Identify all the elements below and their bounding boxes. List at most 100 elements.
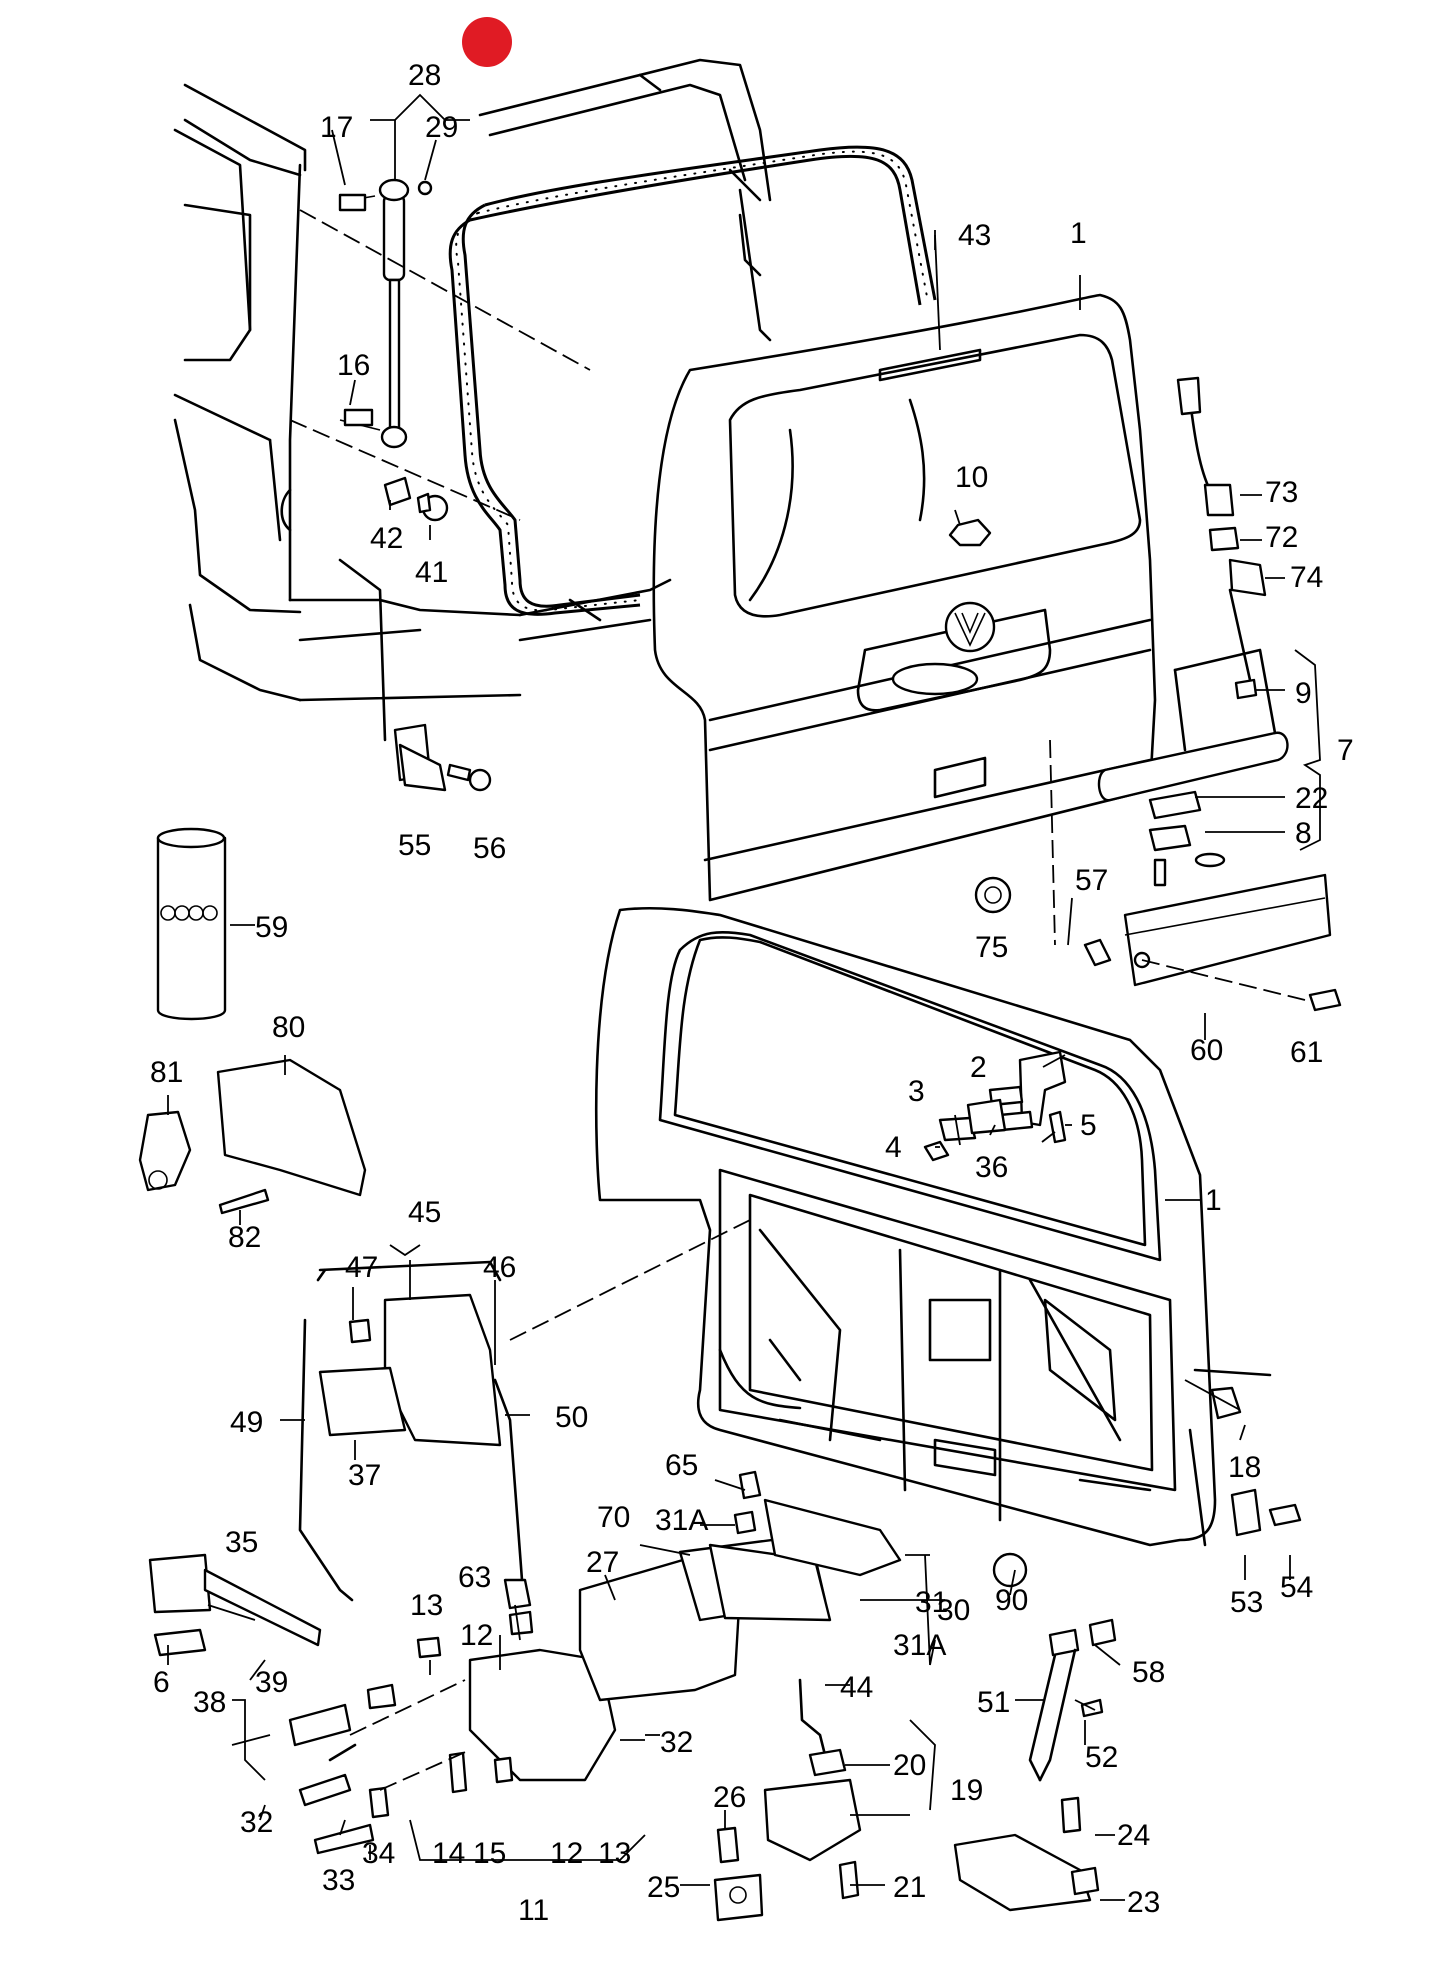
callout-31a-upper: 31A [655, 1504, 708, 1537]
callout-3: 3 [908, 1075, 925, 1108]
callout-20: 20 [893, 1749, 926, 1782]
callout-43: 43 [958, 219, 991, 252]
catch-bracket [713, 1826, 764, 1922]
cover-plate [1049, 739, 1342, 1012]
callout-38: 38 [193, 1686, 226, 1719]
callout-1-upper: 1 [1070, 217, 1087, 250]
leader-lines [167, 93, 1321, 1901]
badge-nut [948, 518, 992, 547]
callout-13-lower: 13 [598, 1837, 631, 1870]
callout-42: 42 [370, 522, 403, 555]
inner-handle-assembly [298, 1219, 751, 1602]
callout-37: 37 [348, 1459, 381, 1492]
closing-actuator [953, 1796, 1100, 1912]
callout-11: 11 [518, 1894, 549, 1927]
callout-47: 47 [345, 1251, 378, 1284]
callout-17: 17 [320, 111, 353, 144]
callout-13-upper: 13 [410, 1589, 443, 1622]
callout-60: 60 [1190, 1034, 1223, 1067]
callout-63: 63 [458, 1561, 491, 1594]
central-lock-actuator [138, 1058, 367, 1215]
callout-75: 75 [975, 931, 1008, 964]
tailgate-hinge [923, 1050, 1067, 1162]
callout-44: 44 [840, 1671, 873, 1704]
callout-4: 4 [885, 1131, 902, 1164]
callout-46: 46 [483, 1251, 516, 1284]
callout-45: 45 [408, 1196, 441, 1229]
callout-72: 72 [1265, 521, 1298, 554]
lock-cylinder [148, 1553, 471, 1855]
callout-25: 25 [647, 1871, 680, 1904]
callout-41: 41 [415, 556, 448, 589]
callout-65: 65 [665, 1449, 698, 1482]
wiring-harness [1176, 376, 1267, 700]
striker [763, 1678, 862, 1900]
callout-32-right: 32 [660, 1726, 693, 1759]
callout-70: 70 [597, 1501, 630, 1534]
tailgate-inner-panel [594, 906, 1217, 1547]
callout-5: 5 [1080, 1109, 1097, 1142]
callout-27: 27 [586, 1546, 619, 1579]
callout-labels: 1 1 2 3 4 5 6 7 8 9 10 11 12 12 13 13 14… [150, 59, 1354, 1927]
red-marker-dot [462, 17, 512, 67]
callout-21: 21 [893, 1871, 926, 1904]
callout-1-lower: 1 [1205, 1184, 1222, 1217]
callout-8: 8 [1295, 817, 1312, 850]
callout-24: 24 [1117, 1819, 1150, 1852]
callout-31: 31 [915, 1586, 948, 1619]
pull-strap [1028, 1618, 1117, 1782]
vw-badge [944, 601, 996, 653]
callout-29: 29 [425, 111, 458, 144]
callout-2: 2 [970, 1051, 987, 1084]
callout-22: 22 [1295, 782, 1328, 815]
callout-31a-lower: 31A [893, 1629, 946, 1662]
callout-49: 49 [230, 1406, 263, 1439]
callout-35: 35 [225, 1526, 258, 1559]
callout-9: 9 [1295, 677, 1312, 710]
callout-59: 59 [255, 911, 288, 944]
callout-30: 30 [937, 1594, 970, 1627]
callout-54: 54 [1280, 1571, 1313, 1604]
callout-51: 51 [977, 1686, 1010, 1719]
tailgate-exterior-panel [652, 293, 1157, 902]
callout-73: 73 [1265, 476, 1298, 509]
callout-50: 50 [555, 1401, 588, 1434]
callout-34: 34 [362, 1837, 395, 1870]
callout-32-left: 32 [240, 1806, 273, 1839]
callout-33: 33 [322, 1864, 355, 1897]
callout-52: 52 [1085, 1741, 1118, 1774]
callout-7: 7 [1337, 734, 1354, 767]
callout-56: 56 [473, 832, 506, 865]
spray-can [156, 827, 227, 1021]
callout-61: 61 [1290, 1036, 1323, 1069]
callout-53: 53 [1230, 1586, 1263, 1619]
callout-14: 14 [432, 1837, 465, 1870]
callout-19: 19 [950, 1774, 983, 1807]
callout-57: 57 [1075, 864, 1108, 897]
callout-82: 82 [228, 1221, 261, 1254]
callout-12-lower: 12 [550, 1837, 583, 1870]
callout-18: 18 [1228, 1451, 1261, 1484]
tailgate-seal [448, 145, 937, 616]
callout-10: 10 [955, 461, 988, 494]
callout-90: 90 [995, 1584, 1028, 1617]
callout-80: 80 [272, 1011, 305, 1044]
callout-23: 23 [1127, 1886, 1160, 1919]
handle-trim [1097, 648, 1289, 887]
callout-16: 16 [337, 349, 370, 382]
callout-28: 28 [408, 59, 441, 92]
gas-strut [339, 178, 410, 449]
callout-36: 36 [975, 1151, 1008, 1184]
callout-39: 39 [255, 1666, 288, 1699]
callout-58: 58 [1132, 1656, 1165, 1689]
callout-12-upper: 12 [460, 1619, 493, 1652]
tailgate-lock [416, 1578, 617, 1794]
callout-15: 15 [473, 1837, 506, 1870]
outer-handle-frame [578, 1470, 1028, 1702]
vehicle-body-outline [173, 58, 772, 702]
ball-stud-bolts [338, 180, 449, 522]
callout-6: 6 [153, 1666, 170, 1699]
callout-26: 26 [713, 1781, 746, 1814]
plug [974, 876, 1012, 914]
